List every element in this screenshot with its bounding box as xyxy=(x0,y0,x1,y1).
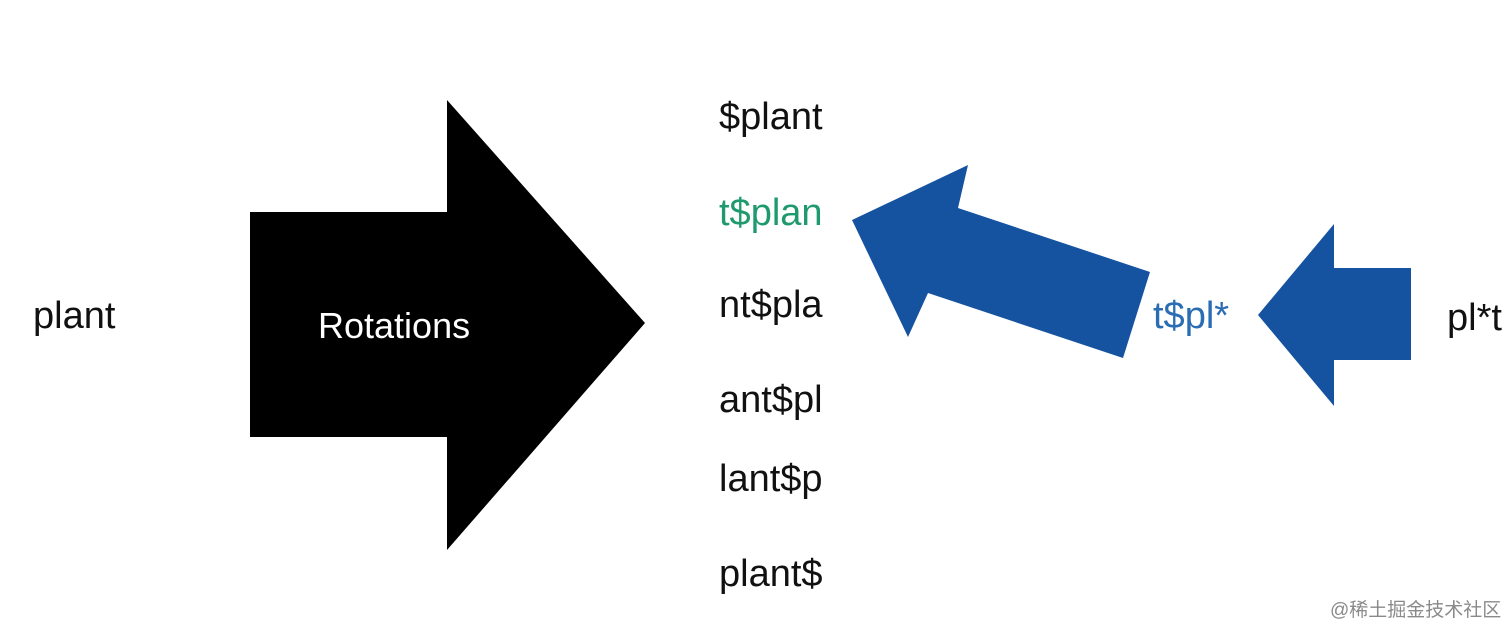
rotation-item: $plant xyxy=(719,96,823,138)
rotations-arrow-icon xyxy=(250,100,645,550)
rotation-item: lant$p xyxy=(719,458,823,500)
watermark: @稀土掘金技术社区 xyxy=(1330,600,1502,621)
rotation-item: ant$pl xyxy=(719,379,823,421)
rotate-query-arrow-icon xyxy=(1258,224,1411,406)
rotation-item: plant$ xyxy=(719,553,823,595)
rotations-label: Rotations xyxy=(318,305,471,346)
lookup-arrow-icon xyxy=(852,165,1150,358)
rotation-item: nt$pla xyxy=(719,284,823,326)
rotated-query: t$pl* xyxy=(1153,295,1230,337)
input-word: plant xyxy=(33,295,116,337)
rotation-item-highlighted: t$plan xyxy=(719,192,823,234)
original-query: pl*t xyxy=(1447,297,1502,339)
